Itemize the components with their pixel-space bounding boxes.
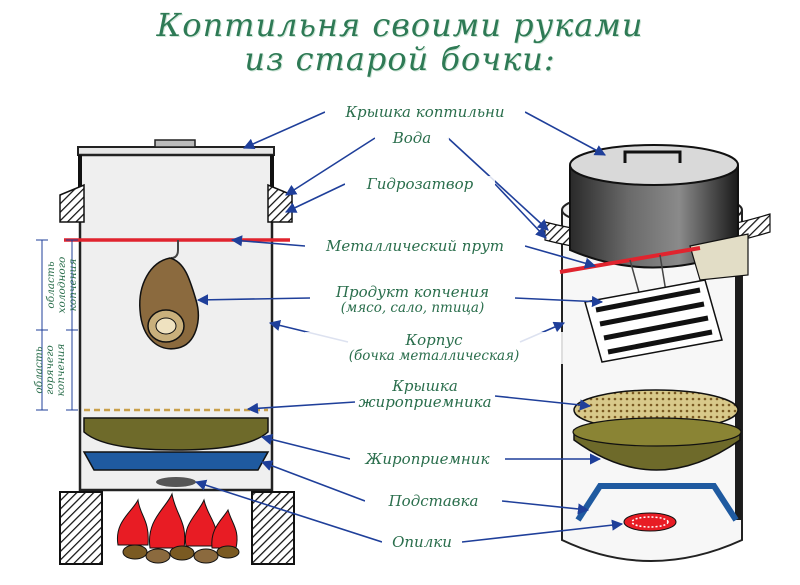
right-brick [251, 491, 295, 565]
left-smoker-section [36, 139, 295, 565]
title-line-1: Коптильня своими руками [156, 6, 644, 44]
left-brick [59, 491, 103, 565]
label-product: Продукт копчения (мясо, сало, птица) [310, 284, 515, 316]
title-line-2: из старой бочки: [244, 40, 556, 78]
left-lid-handle [154, 139, 196, 148]
left-water-seal [59, 183, 293, 223]
hook-icon [170, 240, 179, 259]
left-sawdust [156, 477, 196, 487]
label-water-seal: Гидрозатвор [345, 176, 495, 192]
label-product-line1: Продукт копчения [335, 283, 490, 301]
fish-icon [584, 279, 723, 363]
label-metal-rod: Металлический прут [305, 238, 525, 254]
right-lid-handle [623, 150, 682, 163]
label-body-line1: Корпус [405, 331, 463, 349]
zone-hot-smoking: область горячего копчения [33, 330, 67, 410]
zone-cold-smoking: область холодного копчения [45, 240, 79, 330]
flame-icon [116, 492, 238, 549]
right-stand [575, 483, 739, 522]
label-grease-lid-line2: жироприемника [358, 393, 492, 411]
label-product-line2: (мясо, сало, птица) [340, 300, 485, 316]
label-sawdust: Опилки [382, 534, 462, 550]
zone-brackets [36, 239, 78, 411]
right-sawdust [623, 512, 677, 532]
label-grease-lid-line1: Крышка [392, 377, 458, 395]
label-lid: Крышка коптильни [325, 104, 525, 120]
label-grease-tray: Жироприемник [350, 451, 505, 467]
firewood-icon [122, 544, 240, 564]
zone-cold-line3: копчения [67, 258, 79, 312]
left-grease-tray [83, 417, 269, 451]
left-stand [82, 451, 270, 471]
right-smoker-view [544, 144, 771, 562]
label-grease-lid: Крышка жироприемника [355, 378, 495, 410]
zone-hot-line3: копчения [55, 343, 67, 397]
label-body: Корпус (бочка металлическая) [305, 332, 563, 364]
meat-icon [139, 257, 199, 350]
label-water: Вода [375, 130, 449, 146]
label-body-line2: (бочка металлическая) [348, 348, 520, 364]
label-stand: Подставка [365, 493, 502, 509]
